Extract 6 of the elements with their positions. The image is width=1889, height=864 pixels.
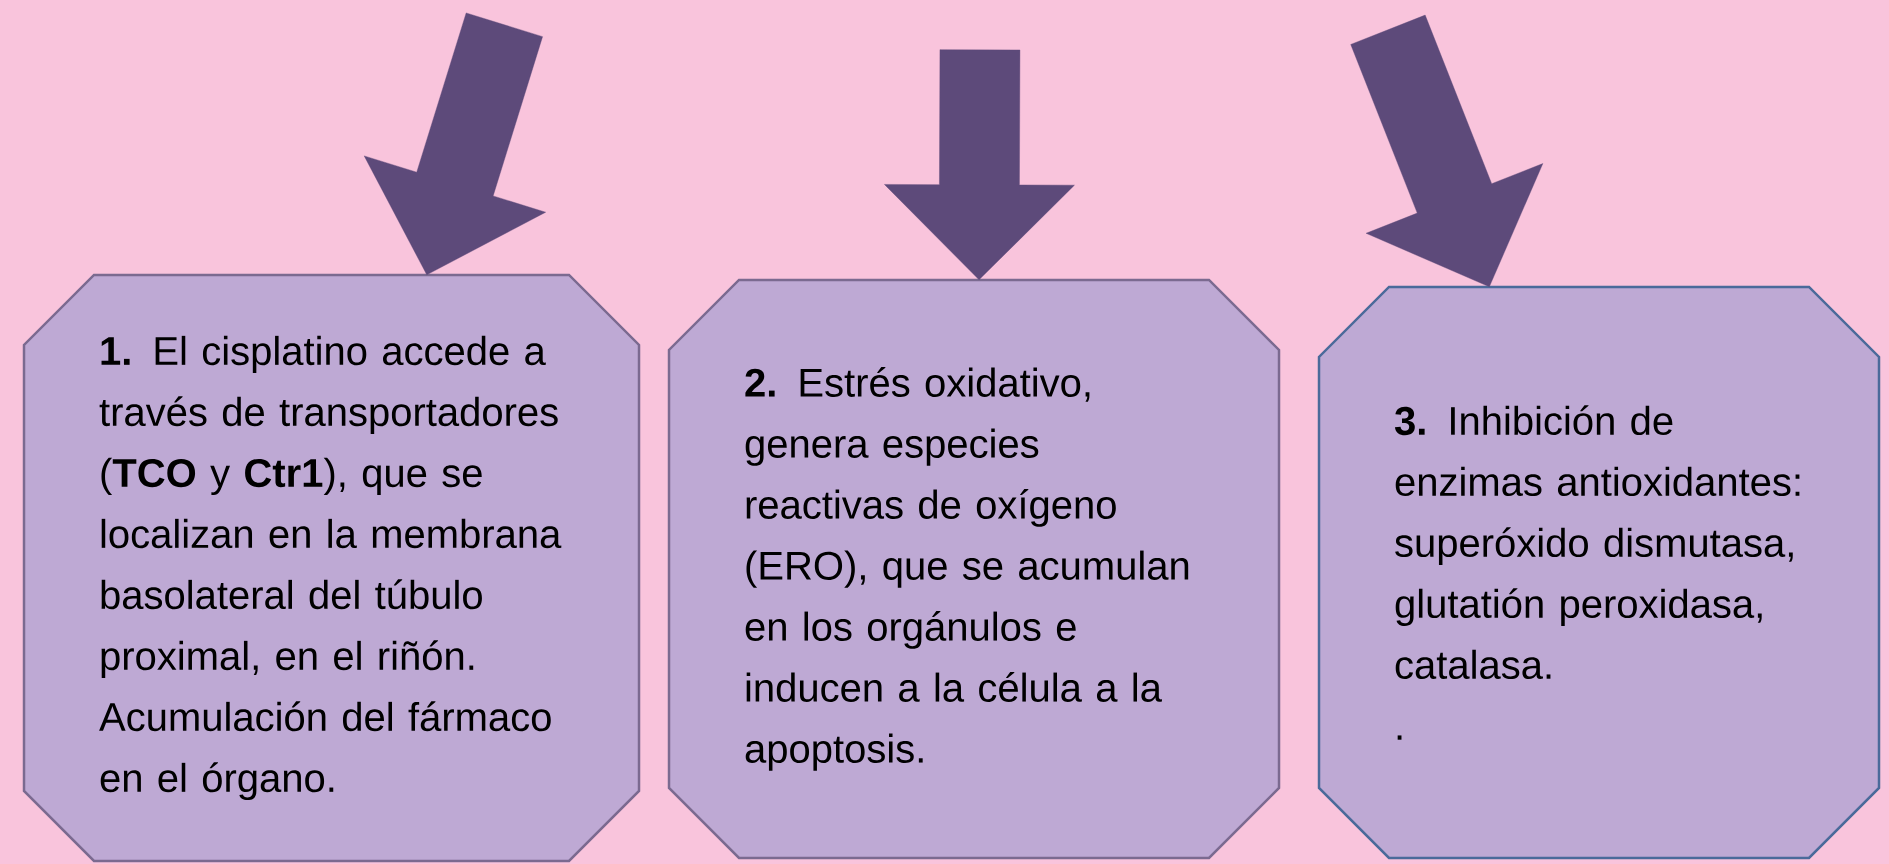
octagon-box: 1. El cisplatino accede a través de transportadores (TCO y Ctr1), que se localizan en la membrana basolateral del túbulo proximal, en el riñón. Acumulación del fármaco en el órgano. — [22, 273, 641, 863]
block-arrow — [1350, 14, 1544, 287]
octagon-box: 2. Estrés oxidativo, genera especies reactivas de oxígeno (ERO), que se acumulan en los orgánulos e inducen a la célula a la apoptosis. — [667, 278, 1281, 860]
block-arrow — [364, 12, 546, 275]
octagon-box: 3. Inhibición de enzimas antioxidantes: superóxido dismutasa, glutatión peroxidasa, catalasa. . — [1317, 285, 1881, 860]
block-arrow — [884, 49, 1075, 280]
